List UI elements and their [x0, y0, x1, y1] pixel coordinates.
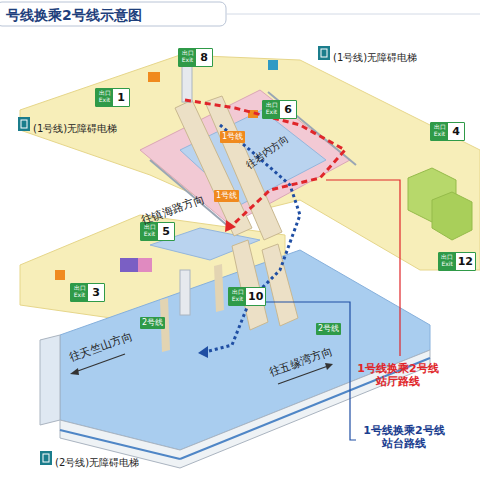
line-badge-holder: 1号线 [220, 124, 245, 143]
exit-sign: 出口 Exit8 [178, 48, 213, 67]
exit-caption: 出口 Exit [71, 284, 88, 301]
route-callout: 1号线换乘2号线 站厅路线 [352, 362, 444, 388]
exit-sign: 出口 Exit1 [95, 88, 130, 107]
line-badge-holder: 2号线 [316, 316, 341, 335]
exit-number: 6 [280, 101, 296, 118]
exit-number: 8 [196, 49, 212, 66]
exit-caption: 出口 Exit [263, 101, 280, 118]
exit-sign: 出口 Exit6 [262, 100, 297, 119]
line-badge-holder: 1号线 [214, 183, 239, 202]
title-box: 号线换乘2号线示意图 [6, 5, 142, 25]
elevator-label: (2号线)无障碍电梯 [55, 457, 139, 469]
elevator-label: (1号线)无障碍电梯 [33, 123, 117, 135]
exit-caption: 出口 Exit [229, 288, 246, 305]
exit-number: 3 [88, 284, 104, 301]
elevator-label-holder: (1号线)无障碍电梯 [33, 117, 117, 136]
exit-caption: 出口 Exit [431, 123, 448, 140]
exit-sign: 出口 Exit12 [438, 252, 476, 271]
line-badge: 1号线 [220, 131, 245, 143]
elevator-label-holder: (1号线)无障碍电梯 [333, 46, 417, 65]
exit-number: 5 [158, 223, 174, 240]
exit-number: 12 [456, 253, 475, 270]
exit-number: 4 [448, 123, 464, 140]
exit-caption: 出口 Exit [439, 253, 456, 270]
exit-number: 10 [246, 288, 265, 305]
line-badge-holder: 2号线 [140, 310, 165, 329]
line-badge: 2号线 [316, 323, 341, 335]
line-badge: 1号线 [214, 190, 239, 202]
exit-sign: 出口 Exit3 [70, 283, 105, 302]
route-callout-holder: 1号线换乘2号线 站厅路线 [352, 362, 444, 389]
exit-number: 1 [113, 89, 129, 106]
route-callout: 1号线换乘2号线 站台路线 [358, 424, 450, 450]
exit-caption: 出口 Exit [96, 89, 113, 106]
exit-sign: 出口 Exit10 [228, 287, 266, 306]
elevator-label: (1号线)无障碍电梯 [333, 52, 417, 64]
route-callout-holder: 1号线换乘2号线 站台路线 [358, 424, 450, 451]
diagram-title: 号线换乘2号线示意图 [6, 7, 142, 23]
exit-caption: 出口 Exit [179, 49, 196, 66]
elevator-label-holder: (2号线)无障碍电梯 [55, 451, 139, 470]
line-badge: 2号线 [140, 317, 165, 329]
exit-sign: 出口 Exit4 [430, 122, 465, 141]
